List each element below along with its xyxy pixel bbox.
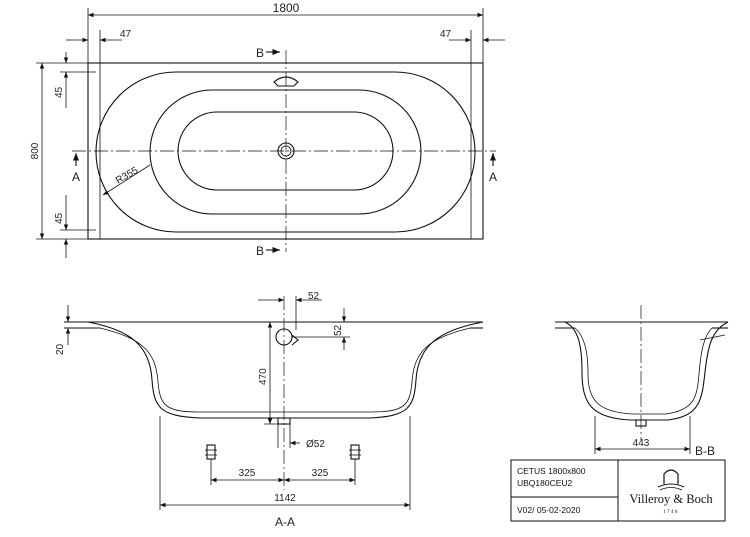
foot-right-icon bbox=[349, 444, 361, 460]
dim-foot-left: 325 bbox=[239, 468, 256, 479]
dim-bb-foot-span: 443 bbox=[633, 438, 650, 449]
model-name: CETUS 1800x800 bbox=[517, 466, 586, 476]
top-view: 1800 47 47 800 45 45 R355 B B bbox=[30, 1, 505, 258]
brand-logo-icon bbox=[657, 469, 685, 491]
brand-year: 1748 bbox=[663, 510, 679, 515]
dim-foot-right: 325 bbox=[312, 468, 329, 479]
tub-profile-bb bbox=[564, 321, 729, 421]
section-bb-label: B-B bbox=[695, 444, 715, 458]
drawing-version: V02/ 05-02-2020 bbox=[517, 505, 581, 515]
section-aa: 52 52 20 470 Ø52 bbox=[55, 291, 484, 529]
dim-rim-top: 45 bbox=[54, 86, 65, 98]
brand-name: Villeroy & Boch bbox=[629, 492, 713, 506]
dim-left-offset: 47 bbox=[120, 29, 132, 40]
dim-depth: 470 bbox=[258, 368, 269, 385]
overflow-icon bbox=[273, 76, 299, 87]
tub-profile-aa bbox=[87, 321, 484, 419]
dim-drain-diameter: Ø52 bbox=[306, 439, 325, 450]
dim-rim-bottom: 45 bbox=[54, 212, 65, 224]
dim-overflow-offset: 52 bbox=[308, 291, 320, 302]
dim-overall-length: 1800 bbox=[273, 1, 300, 15]
dim-overall-width: 800 bbox=[30, 142, 41, 159]
model-code: UBQ180CEU2 bbox=[517, 478, 573, 488]
dim-radius: R355 bbox=[114, 165, 141, 187]
section-bb: 443 B-B bbox=[555, 305, 729, 458]
title-block: CETUS 1800x800 UBQ180CEU2 V02/ 05-02-202… bbox=[510, 459, 726, 522]
section-b-top: B bbox=[256, 46, 264, 60]
dim-overflow-height: 52 bbox=[333, 324, 344, 336]
dim-right-offset: 47 bbox=[440, 29, 452, 40]
section-aa-label: A-A bbox=[275, 515, 295, 529]
section-a-left: A bbox=[72, 170, 80, 184]
foot-left-icon bbox=[205, 444, 217, 460]
section-a-right: A bbox=[489, 170, 497, 184]
dim-rim-thickness: 20 bbox=[55, 343, 66, 355]
basin-oval bbox=[149, 89, 422, 215]
dim-foot-span: 1142 bbox=[274, 493, 296, 504]
section-b-bottom: B bbox=[256, 244, 264, 258]
rim-oval bbox=[95, 71, 476, 233]
